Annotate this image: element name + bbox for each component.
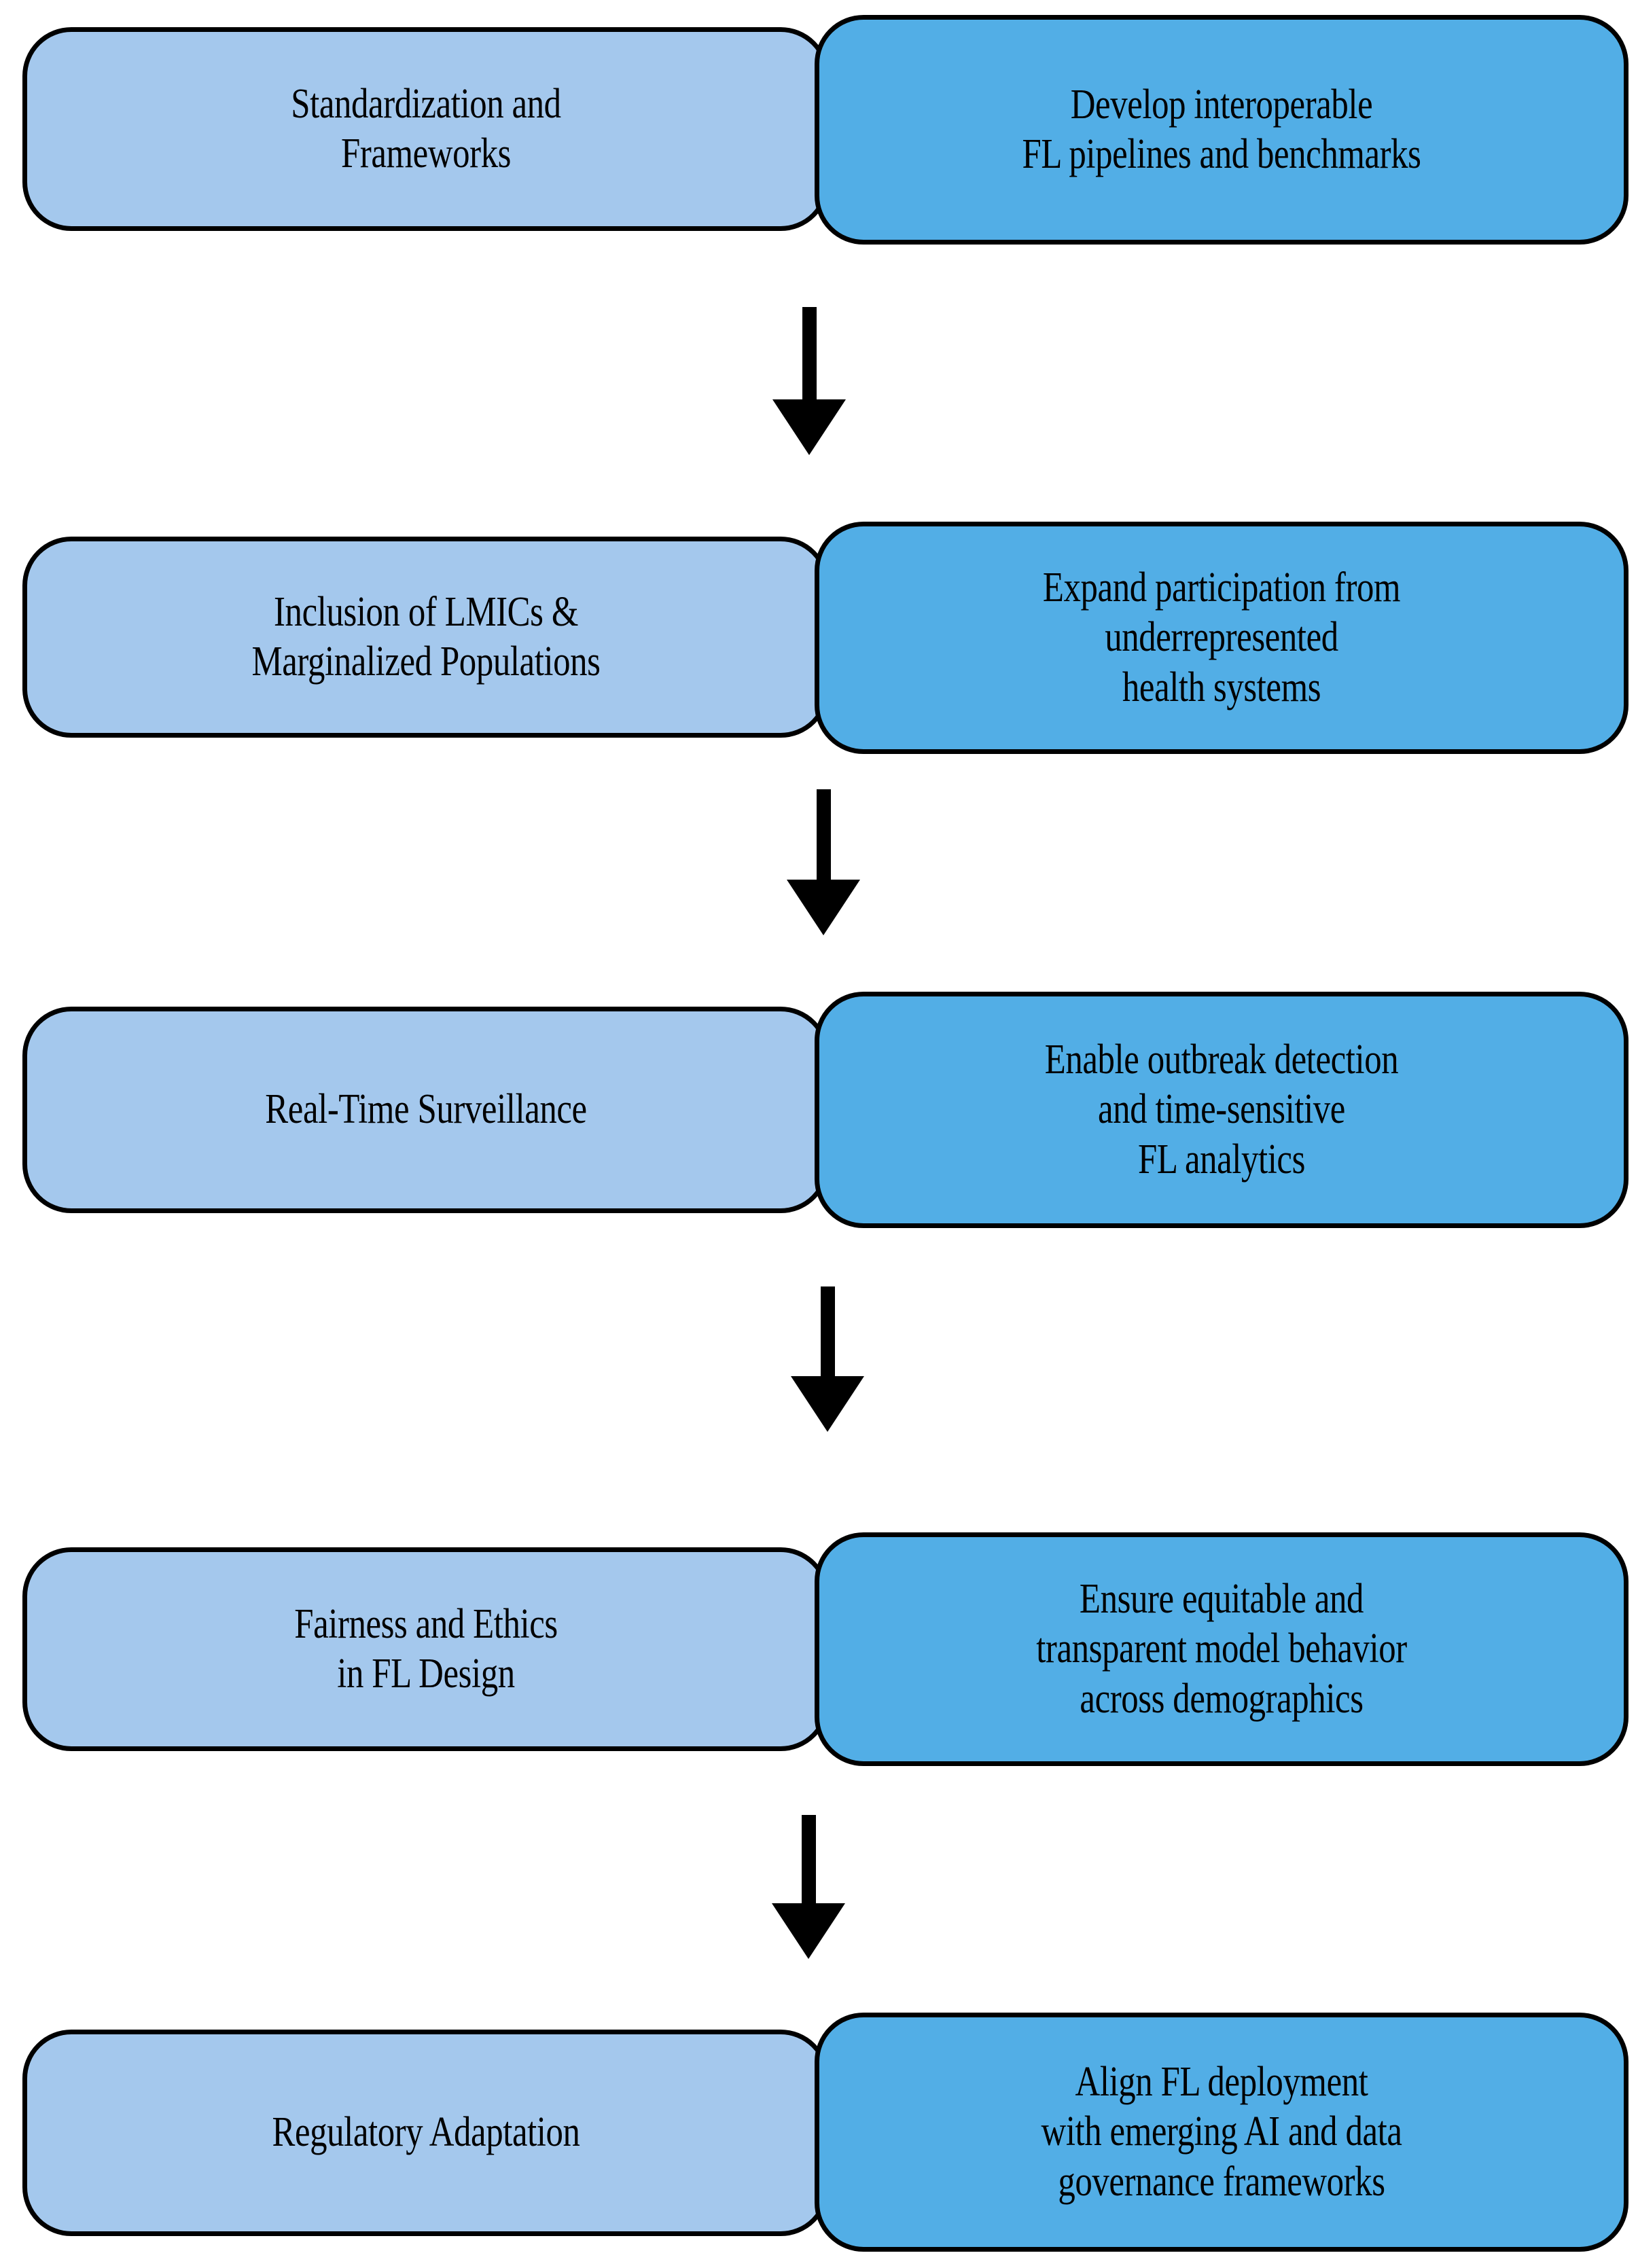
flow-node-theme-2-label: Inclusion of LMICs & Marginalized Popula… bbox=[251, 588, 601, 685]
flow-node-action-5-label: Align FL deployment with emerging AI and… bbox=[1041, 2059, 1402, 2205]
arrow-shaft bbox=[817, 789, 831, 882]
flow-node-action-2[interactable]: Expand participation from underrepresent… bbox=[815, 522, 1628, 754]
down-arrow-icon-2 bbox=[783, 789, 864, 935]
arrow-head bbox=[791, 1376, 864, 1432]
arrow-head bbox=[772, 1903, 845, 1959]
flow-node-action-2-label: Expand participation from underrepresent… bbox=[1042, 564, 1401, 710]
flow-node-action-1[interactable]: Develop interoperable FL pipelines and b… bbox=[815, 15, 1628, 245]
flow-node-action-5[interactable]: Align FL deployment with emerging AI and… bbox=[815, 2013, 1628, 2252]
arrow-head bbox=[787, 880, 860, 935]
flow-node-action-1-label: Develop interoperable FL pipelines and b… bbox=[1022, 81, 1421, 177]
arrow-shaft bbox=[802, 307, 817, 402]
arrow-shaft bbox=[802, 1815, 816, 1906]
flow-node-theme-5[interactable]: Regulatory Adaptation bbox=[22, 2030, 830, 2236]
flow-node-theme-1-label: Standardization and Frameworks bbox=[291, 80, 561, 177]
flow-node-action-4[interactable]: Ensure equitable and transparent model b… bbox=[815, 1532, 1628, 1766]
down-arrow-icon-3 bbox=[787, 1286, 868, 1432]
arrow-head bbox=[772, 399, 846, 455]
flow-node-theme-2[interactable]: Inclusion of LMICs & Marginalized Popula… bbox=[22, 537, 830, 738]
flow-node-theme-4[interactable]: Fairness and Ethics in FL Design bbox=[22, 1547, 830, 1751]
flow-node-action-3-label: Enable outbreak detection and time-sensi… bbox=[1044, 1037, 1399, 1183]
down-arrow-icon-1 bbox=[768, 307, 850, 455]
arrow-shaft bbox=[821, 1286, 835, 1379]
flow-node-theme-3[interactable]: Real-Time Surveillance bbox=[22, 1007, 830, 1213]
flow-node-action-3[interactable]: Enable outbreak detection and time-sensi… bbox=[815, 992, 1628, 1228]
flow-node-theme-1[interactable]: Standardization and Frameworks bbox=[22, 27, 830, 231]
flow-node-theme-5-label: Regulatory Adaptation bbox=[272, 2109, 580, 2156]
down-arrow-icon-4 bbox=[768, 1815, 849, 1959]
flow-node-action-4-label: Ensure equitable and transparent model b… bbox=[1036, 1576, 1407, 1722]
flow-node-theme-3-label: Real-Time Surveillance bbox=[265, 1086, 587, 1133]
flow-node-theme-4-label: Fairness and Ethics in FL Design bbox=[294, 1600, 558, 1697]
